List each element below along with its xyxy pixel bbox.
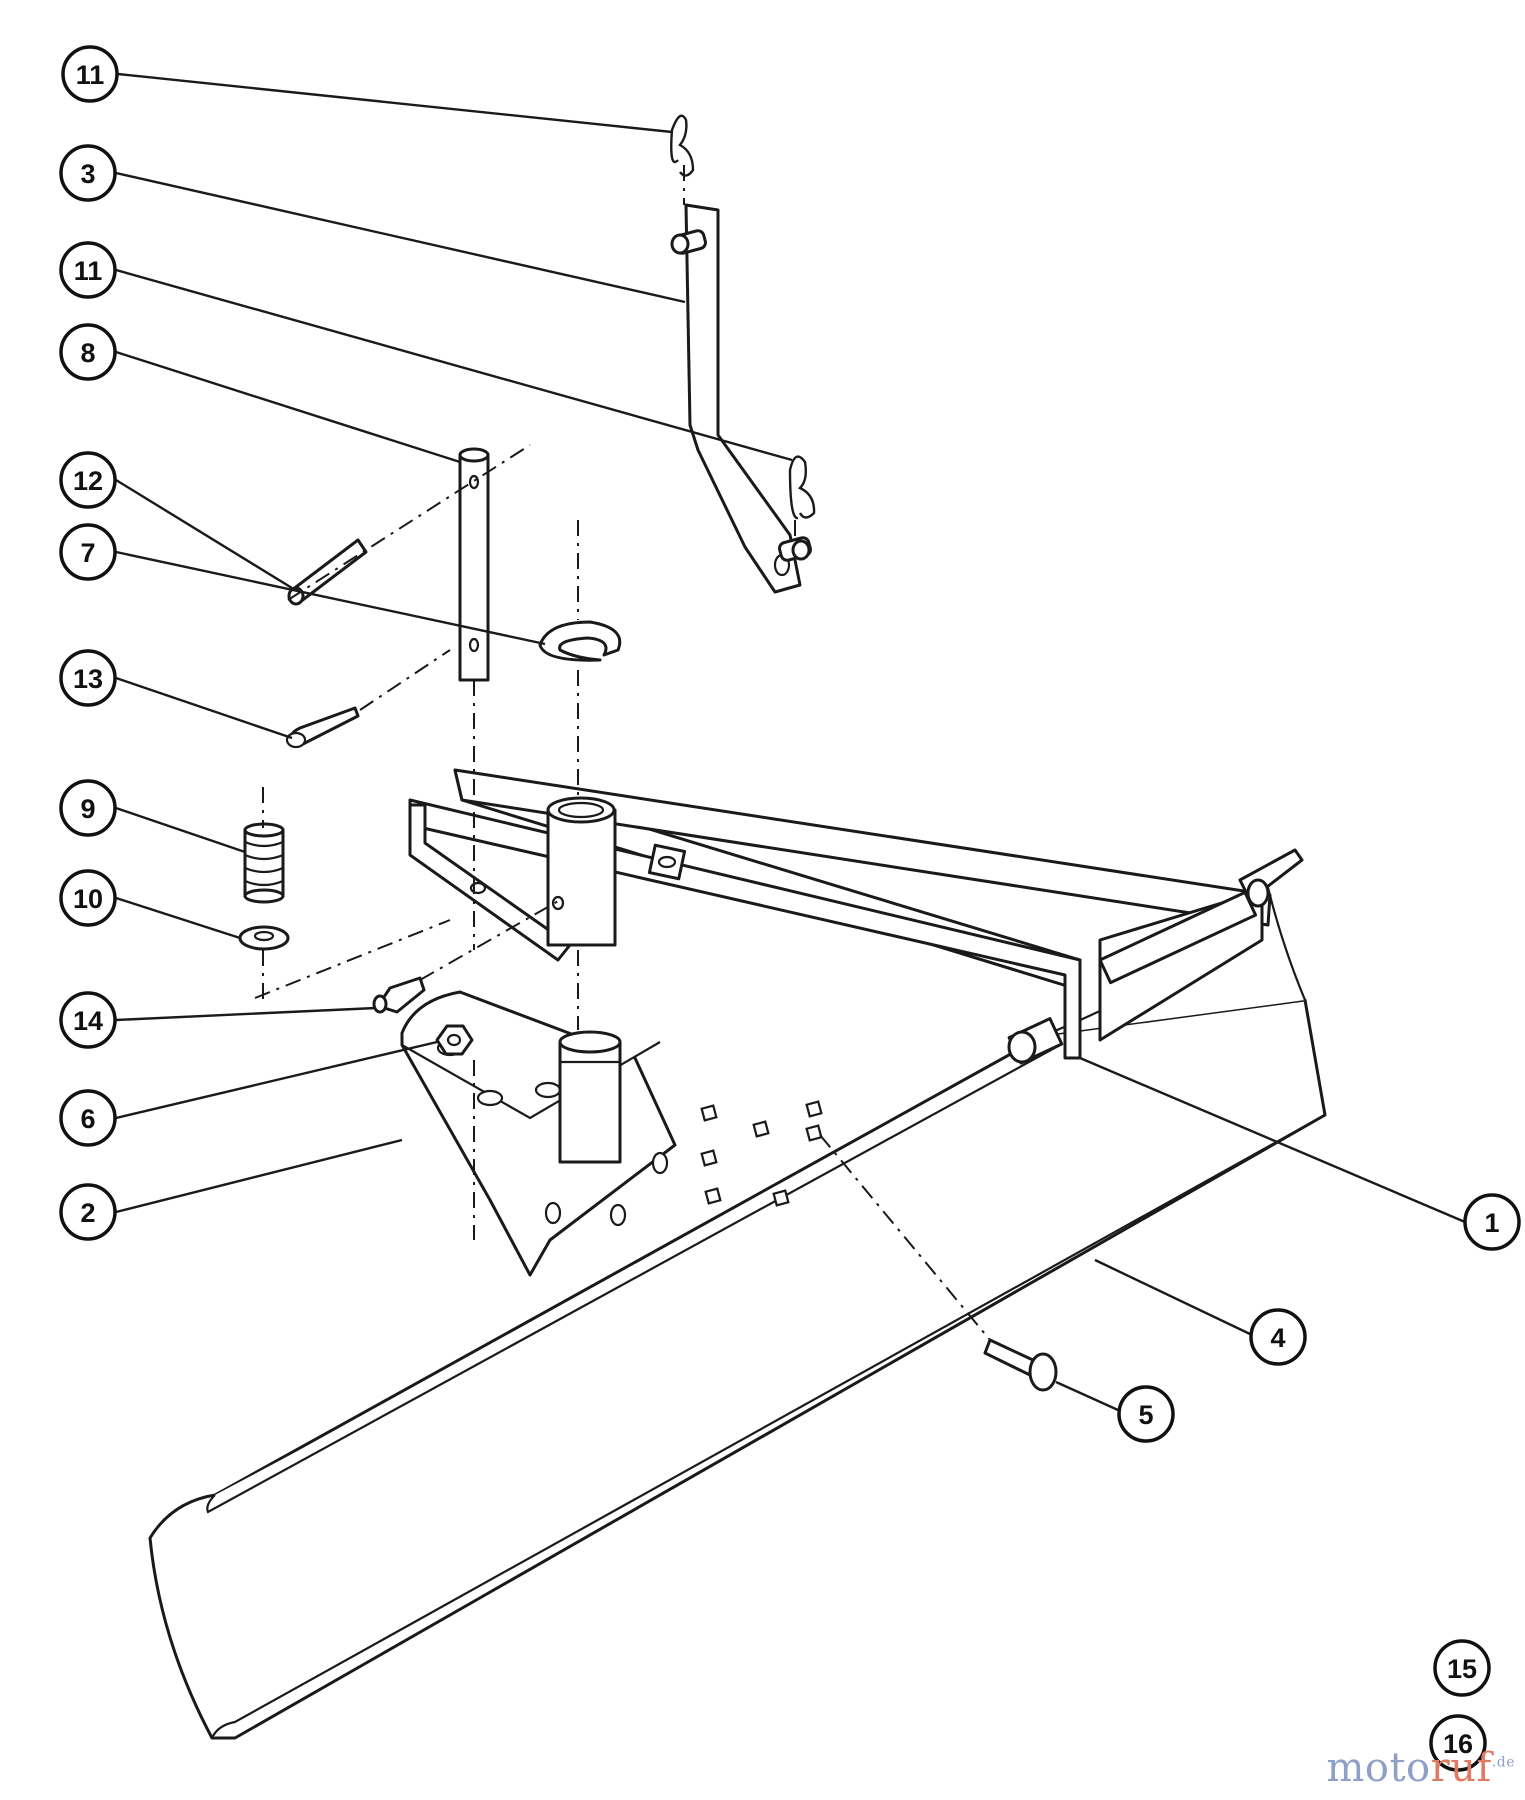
hairpin-clip-top (670, 114, 695, 177)
hairpin-clip-lower (788, 455, 816, 520)
callout-4: 4 (1249, 1308, 1307, 1366)
svg-text:6: 6 (80, 1104, 95, 1134)
svg-text:7: 7 (80, 538, 95, 568)
callout-2: 2 (59, 1183, 117, 1241)
callout-3: 3 (59, 144, 117, 202)
svg-text:5: 5 (1138, 1400, 1153, 1430)
watermark-suffix: .de (1491, 1754, 1515, 1771)
callout-13: 13 (59, 649, 117, 707)
callout-1: 1 (1463, 1193, 1521, 1251)
callout-10: 10 (59, 869, 117, 927)
motoruf-watermark: motoruf.de (1326, 1748, 1515, 1788)
cotter-pin (285, 706, 360, 749)
carriage-bolt (983, 1338, 1058, 1392)
svg-text:16: 16 (1443, 1729, 1473, 1759)
callout-11-top: 11 (61, 45, 119, 103)
watermark-text-a: moto (1326, 1745, 1431, 1791)
grease-fitting (372, 976, 426, 1014)
mounting-bracket (400, 990, 677, 1277)
snap-ring (538, 620, 622, 662)
hex-nut (435, 1024, 474, 1056)
lift-bar (670, 203, 812, 594)
svg-text:1: 1 (1484, 1208, 1499, 1238)
callout-15: 15 (1433, 1639, 1491, 1697)
leader-lines (115, 72, 1466, 1412)
svg-text:14: 14 (73, 1006, 103, 1036)
svg-text:2: 2 (80, 1198, 95, 1228)
callout-8: 8 (59, 323, 117, 381)
watermark-text-b: ruf (1430, 1745, 1492, 1791)
svg-text:13: 13 (73, 664, 103, 694)
svg-text:3: 3 (80, 159, 95, 189)
spring (243, 822, 285, 904)
svg-text:11: 11 (74, 256, 103, 286)
washer (238, 925, 290, 951)
callout-9: 9 (59, 779, 117, 837)
svg-text:15: 15 (1447, 1654, 1477, 1684)
svg-text:11: 11 (76, 60, 105, 90)
svg-text:12: 12 (73, 466, 103, 496)
callout-14: 14 (59, 991, 117, 1049)
svg-text:10: 10 (73, 884, 103, 914)
svg-text:9: 9 (80, 794, 95, 824)
blade (148, 871, 1327, 1740)
a-frame (408, 768, 1304, 1065)
blade-bolt-holes (700, 1100, 823, 1207)
svg-text:4: 4 (1270, 1323, 1285, 1353)
callouts: 11 3 11 8 12 7 13 9 (59, 45, 1521, 1772)
callout-6: 6 (59, 1089, 117, 1147)
svg-text:8: 8 (80, 338, 95, 368)
callout-5: 5 (1117, 1385, 1175, 1443)
roll-pin (287, 538, 368, 606)
callout-7: 7 (59, 523, 117, 581)
callout-12: 12 (59, 451, 117, 509)
callout-11-lower: 11 (59, 241, 117, 299)
assembly-lines (254, 165, 991, 1341)
vertical-pin (458, 447, 490, 682)
callout-16: 16 (1429, 1714, 1487, 1772)
